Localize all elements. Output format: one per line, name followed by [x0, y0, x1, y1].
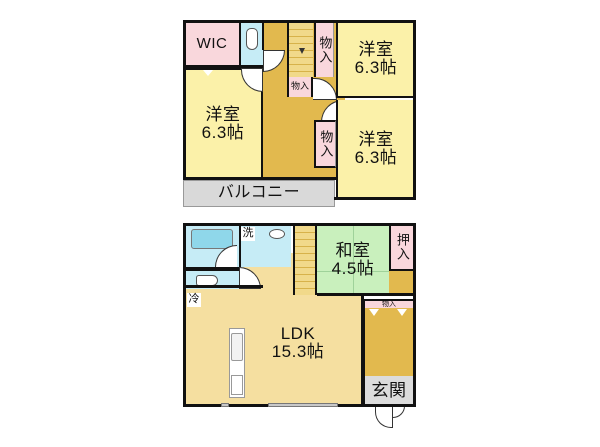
storage-top: 物入	[314, 22, 334, 77]
wall	[262, 20, 264, 50]
closet-lower-space	[389, 271, 413, 295]
western-room-se-size: 6.3帖	[354, 148, 398, 167]
ldk-room: LDK 15.3帖	[243, 318, 353, 368]
fridge-label: 冷	[188, 293, 200, 306]
lower-floor: 洗 冷 LDK 15.3帖 和室 4.5帖 押入 物入 玄関	[183, 223, 416, 433]
western-room-se-label: 洋室	[358, 130, 394, 150]
lower-stairs	[293, 225, 317, 295]
western-room-w-label: 洋室	[205, 105, 241, 125]
western-room-ne: 洋室 6.3帖	[336, 22, 414, 98]
hall-door-marker-icon	[397, 309, 407, 316]
entrance: 玄関	[363, 376, 413, 405]
japanese-room-size: 4.5帖	[331, 259, 375, 278]
balcony-label: バルコニー	[217, 184, 301, 202]
western-room-w-size: 6.3帖	[201, 123, 245, 142]
wall	[185, 267, 239, 269]
western-room-ne-size: 6.3帖	[354, 58, 398, 77]
window	[221, 403, 229, 407]
wall	[183, 20, 186, 180]
ldk-area	[185, 283, 363, 405]
entrance-hall	[363, 308, 413, 376]
wall	[183, 223, 186, 407]
japanese-room: 和室 4.5帖	[317, 225, 389, 295]
wall	[183, 223, 416, 226]
toilet-icon	[246, 28, 258, 50]
wall	[239, 20, 241, 68]
storage-mid: 物入	[287, 77, 313, 97]
storage-mid-label: 物入	[290, 81, 309, 92]
upper-toilet	[241, 22, 263, 66]
western-room-ne-label: 洋室	[358, 40, 394, 60]
japanese-room-label: 和室	[335, 241, 371, 261]
closet: 押入	[389, 225, 413, 271]
window	[268, 403, 338, 407]
fridge-label-box: 冷	[187, 293, 201, 307]
toilet-icon	[196, 274, 218, 286]
storage-small-label: 物入	[382, 300, 396, 308]
storage-top-label: 物入	[317, 35, 333, 64]
wic-label: WIC	[196, 35, 228, 53]
upper-floor: WIC 物入 物入 洋室 6.3帖 洋室 6.3帖 物入 洋室 6.3帖	[183, 20, 416, 207]
washroom-label-box: 洗	[241, 227, 255, 241]
washroom-label: 洗	[242, 227, 254, 240]
wic-room: WIC	[185, 22, 239, 66]
stove-icon	[231, 375, 243, 395]
wall	[334, 197, 416, 200]
wall	[413, 20, 416, 200]
kitchen-sink-icon	[231, 333, 243, 361]
bathtub-icon	[191, 229, 233, 249]
wall	[183, 20, 416, 23]
wall	[183, 177, 336, 180]
closet-label: 押入	[394, 233, 410, 261]
western-room-se: 洋室 6.3帖	[336, 100, 414, 198]
hall-door-marker-icon	[369, 309, 379, 316]
stairs-direction-arrow-icon	[299, 48, 305, 54]
ldk-label: LDK	[280, 324, 316, 344]
sink-icon	[269, 229, 285, 239]
storage-right-label: 物入	[318, 130, 334, 158]
entrance-label: 玄関	[371, 380, 407, 400]
wall	[317, 293, 416, 296]
entrance-door-side	[393, 406, 405, 418]
entrance-door	[375, 406, 393, 428]
w-room-door-marker-icon	[203, 70, 213, 76]
balcony: バルコニー	[183, 180, 335, 207]
ldk-size: 15.3帖	[271, 342, 325, 361]
wall	[183, 285, 263, 288]
wall	[185, 65, 263, 68]
storage-small: 物入	[363, 299, 413, 308]
wall	[413, 223, 416, 407]
storage-right: 物入	[314, 120, 336, 168]
wall	[361, 296, 364, 406]
western-room-w: 洋室 6.3帖	[185, 68, 263, 178]
